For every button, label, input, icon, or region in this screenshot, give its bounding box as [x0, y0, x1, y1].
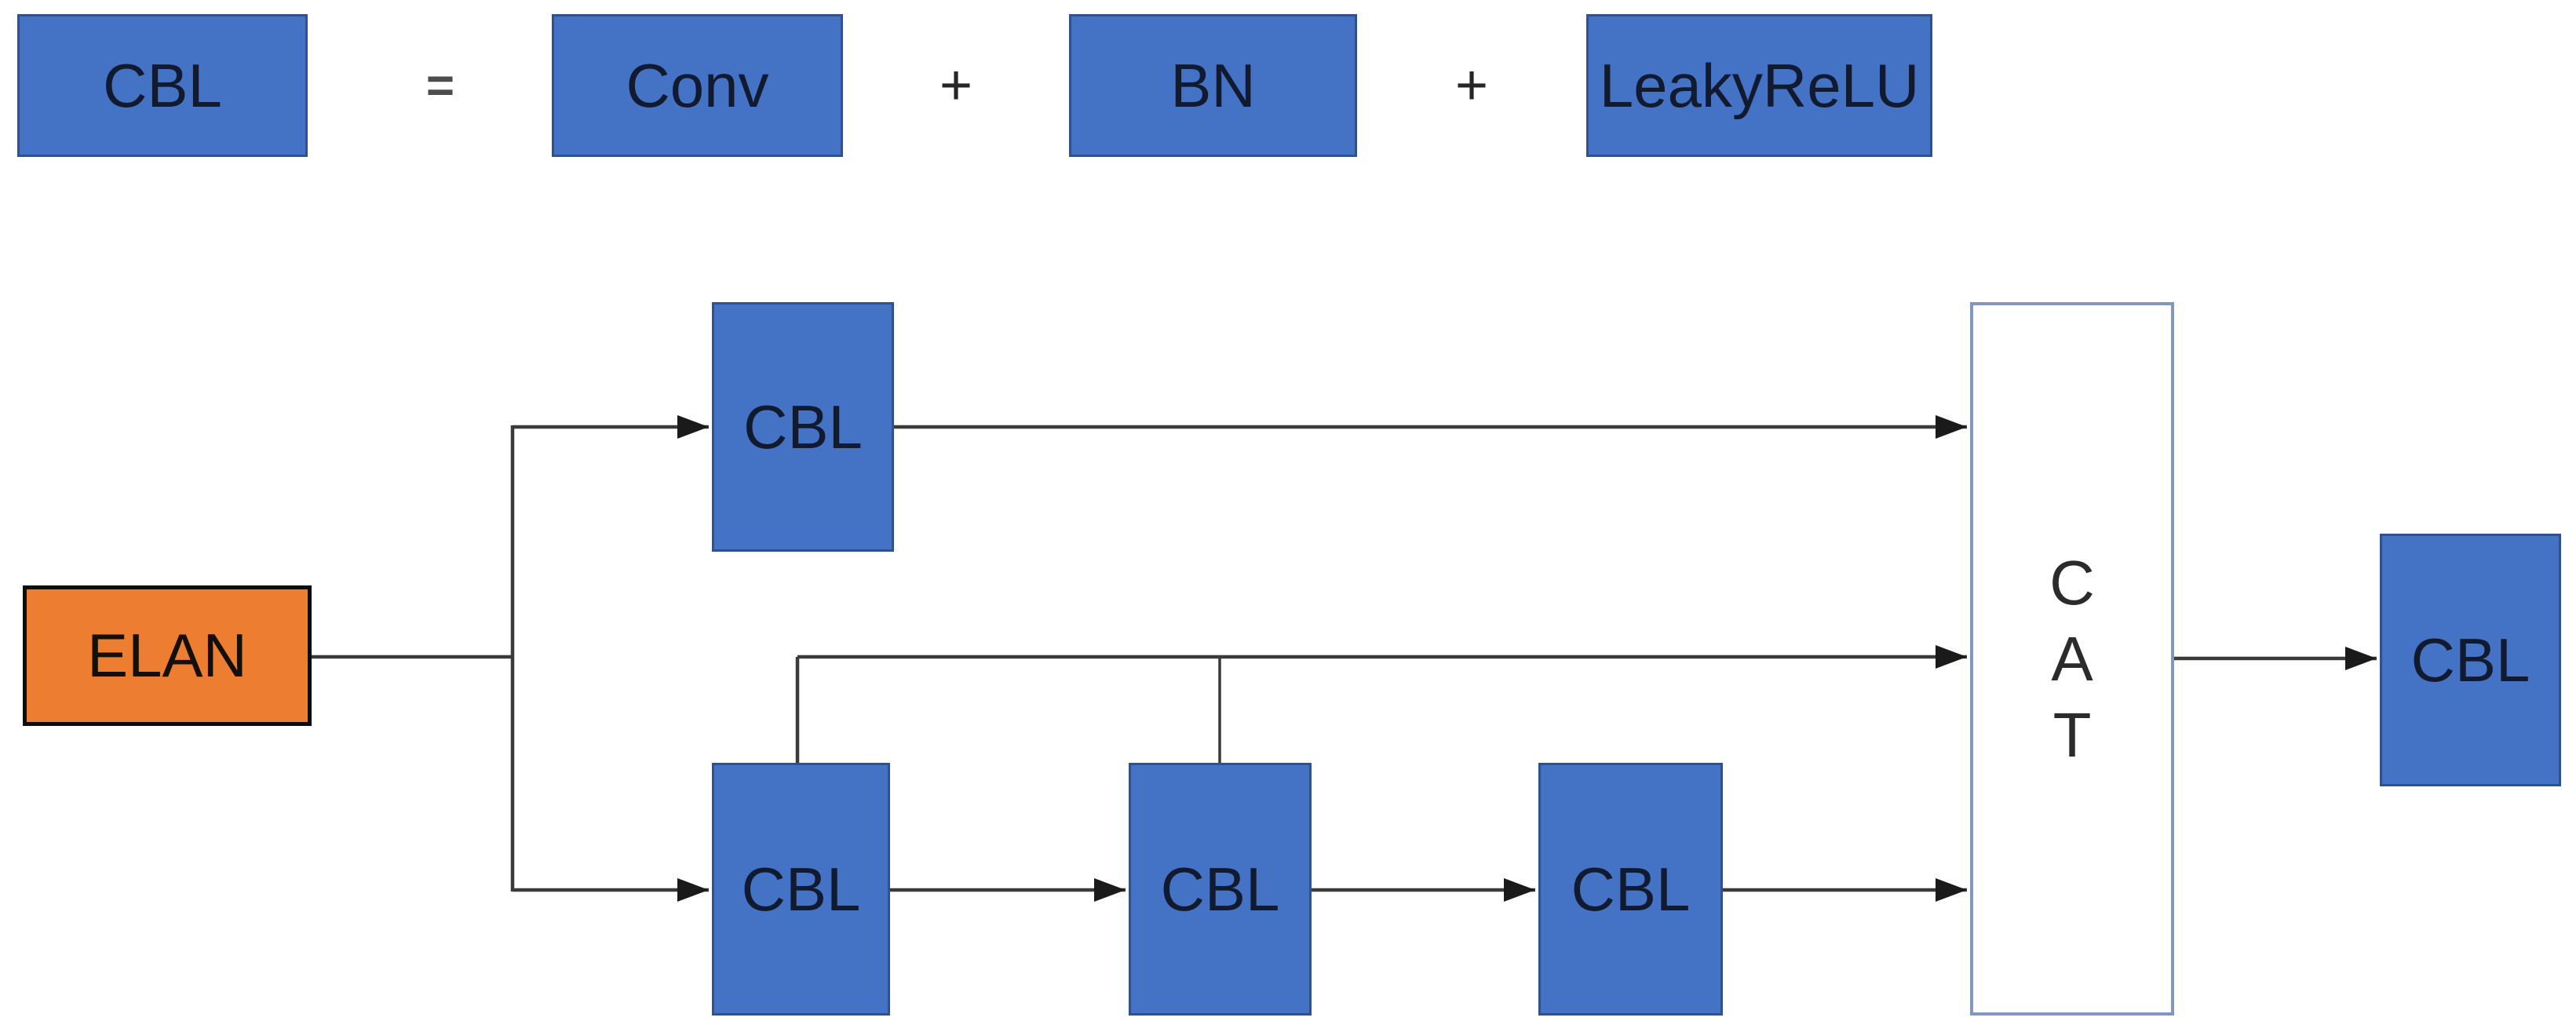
cbl-bottom-2-node: CBL [1129, 763, 1312, 1016]
legend-bn-box: BN [1069, 14, 1357, 157]
cat-letter-c: C [2049, 548, 2095, 618]
cbl-bottom-3-label: CBL [1571, 854, 1691, 924]
cbl-top-label: CBL [743, 392, 863, 461]
cbl-output-label: CBL [2410, 625, 2530, 695]
elan-label: ELAN [87, 621, 247, 690]
cbl-top-node: CBL [712, 302, 894, 552]
cat-letter-t: T [2052, 700, 2092, 770]
legend-bn-label: BN [1170, 50, 1256, 120]
legend-cbl-label: CBL [103, 50, 222, 120]
legend-leakyrelu-box: LeakyReLU [1586, 14, 1932, 157]
legend-conv-box: Conv [552, 14, 843, 157]
cbl-bottom-1-label: CBL [741, 854, 861, 924]
cbl-bottom-3-node: CBL [1538, 763, 1723, 1016]
cbl-output-node: CBL [2380, 534, 2561, 786]
cbl-bottom-1-node: CBL [712, 763, 890, 1016]
cbl-bottom-2-label: CBL [1160, 854, 1280, 924]
legend-cbl-box: CBL [17, 14, 308, 157]
elan-node: ELAN [23, 585, 312, 726]
legend-conv-label: Conv [626, 50, 769, 120]
plus-sign-2: + [1454, 54, 1489, 117]
cat-letter-a: A [2051, 624, 2093, 694]
legend-leakyrelu-label: LeakyReLU [1599, 50, 1920, 120]
equals-sign: = [425, 58, 455, 113]
cat-node: C A T [1970, 302, 2174, 1016]
plus-sign-1: + [939, 54, 973, 117]
